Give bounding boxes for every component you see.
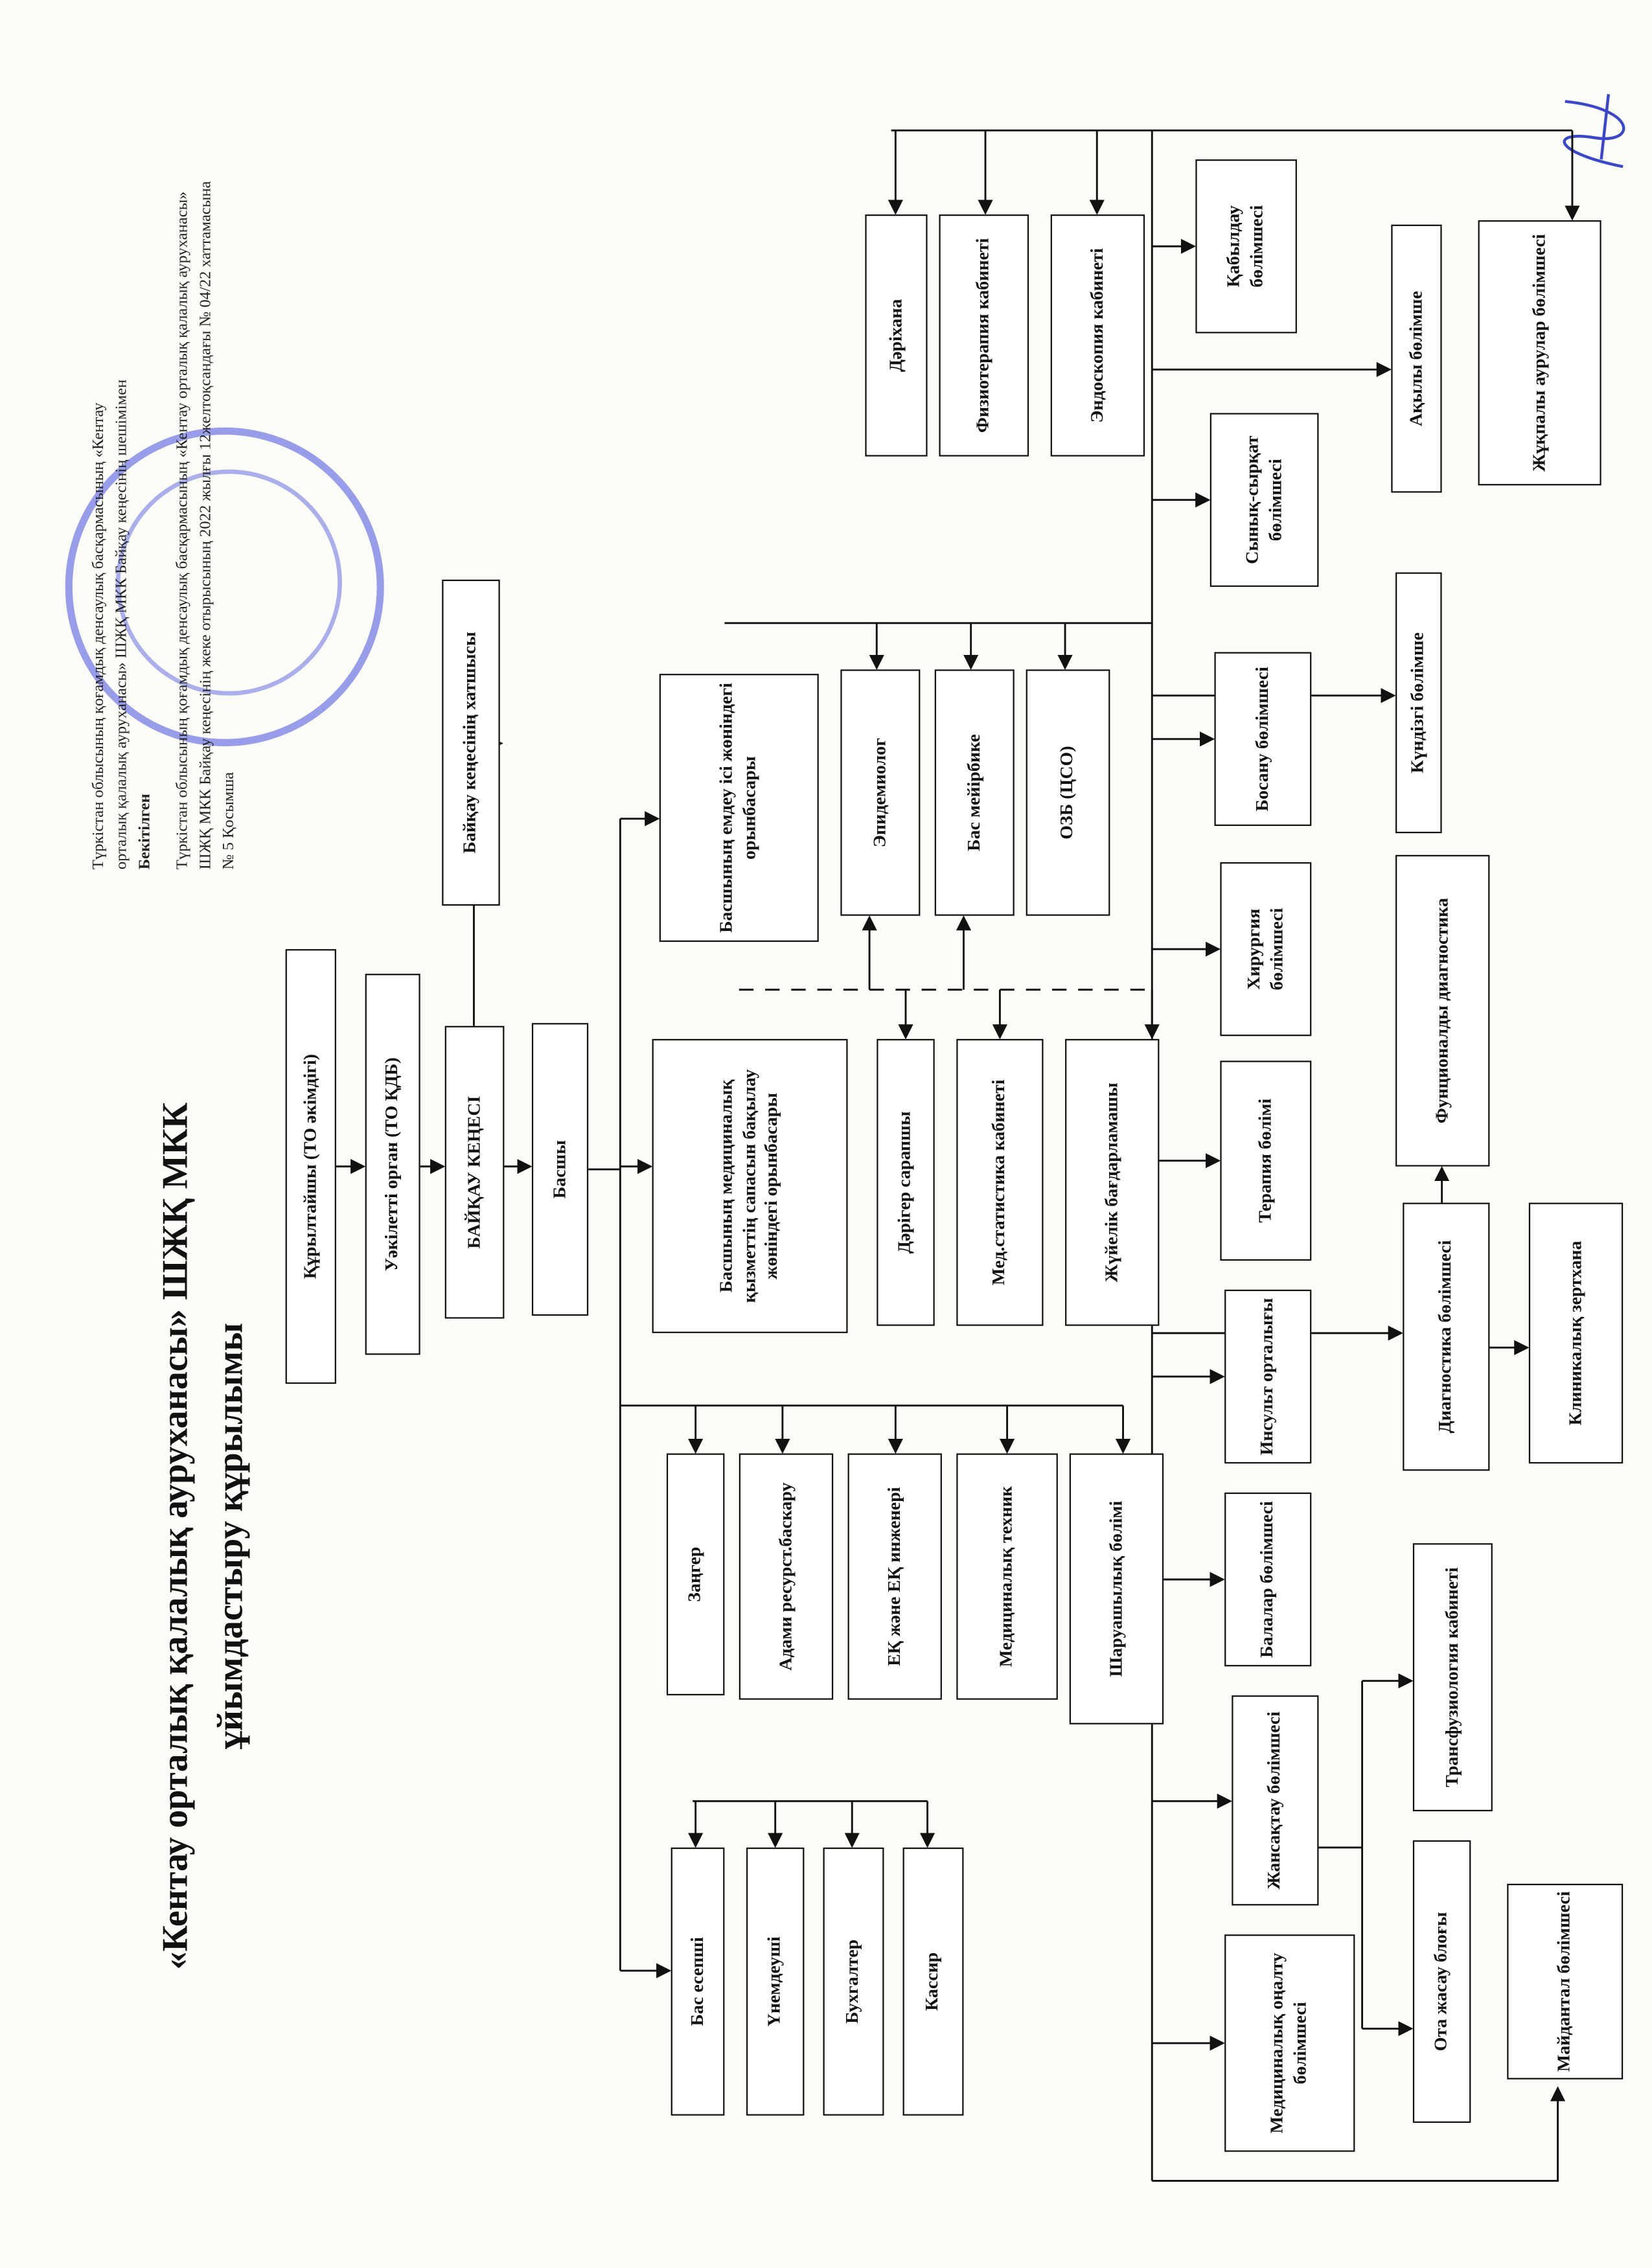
box-admission: Қабылдау бөлімшесі bbox=[1195, 159, 1297, 334]
box-hr: Адами ресурст.баскару bbox=[739, 1453, 834, 1700]
box-founder: Құрылтайшы (ТО әкімдігі) bbox=[285, 949, 336, 1384]
box-epidemiologist: Эпидемиолог bbox=[840, 669, 921, 916]
box-head-nurse: Бас мейірбике bbox=[934, 669, 1015, 916]
box-mobile-unit: Майдантал бөлімшесі bbox=[1507, 1883, 1623, 2079]
box-med-stat: Мед.статистика кабинеті bbox=[956, 1038, 1044, 1326]
box-icu: Жансақтау бөлімшесі bbox=[1232, 1695, 1319, 1906]
box-expert: Дәрігер сарапшы bbox=[877, 1038, 935, 1326]
box-rehab: Медициналық оңалту бөлімшесі bbox=[1224, 1934, 1355, 2152]
box-transfusion: Трансфузиология кабинеті bbox=[1412, 1543, 1493, 1812]
box-endoscopy: Эндоскопия кабинеті bbox=[1050, 214, 1145, 457]
box-cso: ОЗБ (ЦСО) bbox=[1026, 669, 1110, 916]
box-day-care: Күндізгі бөлімше bbox=[1395, 572, 1442, 834]
box-stroke: Инсульт орталығы bbox=[1224, 1289, 1312, 1464]
box-infectious: Жұқпалы аурулар бөлімшесі bbox=[1478, 220, 1601, 486]
box-supervisory-board: БАЙҚАУ КЕҢЕСІ bbox=[444, 1025, 505, 1319]
box-operating-block: Ота жасау блоғы bbox=[1412, 1840, 1471, 2123]
box-maternity: Босану бөлімшесі bbox=[1214, 652, 1312, 826]
box-board-secretary: Байқау кеңесінің хатшысы bbox=[442, 579, 500, 906]
box-economist: Үнемдеуші bbox=[746, 1847, 805, 2116]
box-med-technician: Медициналық техник bbox=[956, 1453, 1058, 1700]
box-household: Шаруашылық бөлімі bbox=[1069, 1453, 1164, 1724]
box-pediatric: Балалар бөлімшесі bbox=[1224, 1492, 1312, 1667]
box-deputy-quality: Басшының медициналық қызметтің сапасын б… bbox=[652, 1038, 848, 1333]
box-physiotherapy: Физиотерапия кабинеті bbox=[939, 214, 1029, 457]
box-deputy-treatment: Басшының емдеу ісі жөніндегі орынбасары bbox=[659, 674, 819, 942]
box-authorized-body: Уәкілетті орган (ТО ҚДБ) bbox=[365, 974, 420, 1355]
box-accountant: Бухгалтер bbox=[823, 1847, 884, 2116]
box-diagnostic: Диагностика бөлімшесі bbox=[1403, 1202, 1490, 1471]
box-functional-diagnostics: Фунционалды диагностика bbox=[1395, 854, 1490, 1167]
box-trauma: Сынық-сырқат бөлімшесі bbox=[1210, 413, 1319, 587]
box-paid-unit: Ақылы бөлімше bbox=[1391, 224, 1442, 493]
signature bbox=[1563, 94, 1625, 168]
box-surgery: Хирургия бөлімшесі bbox=[1220, 862, 1312, 1037]
box-head: Басшы bbox=[531, 1023, 589, 1316]
box-safety-engineer: ЕҚ және ЕҚ инженері bbox=[847, 1453, 942, 1700]
box-chief-accountant: Бас есепші bbox=[671, 1847, 725, 2116]
box-clinical-lab: Клиникалық зертхана bbox=[1528, 1202, 1623, 1464]
box-pharmacy: Дәріхана bbox=[865, 214, 928, 457]
box-therapy: Терапия бөлімі bbox=[1220, 1060, 1312, 1261]
box-cashier: Кассир bbox=[902, 1847, 964, 2116]
box-lawyer: Заңгер bbox=[666, 1453, 725, 1696]
box-programmer: Жүйелік бағдарламашы bbox=[1065, 1038, 1160, 1326]
